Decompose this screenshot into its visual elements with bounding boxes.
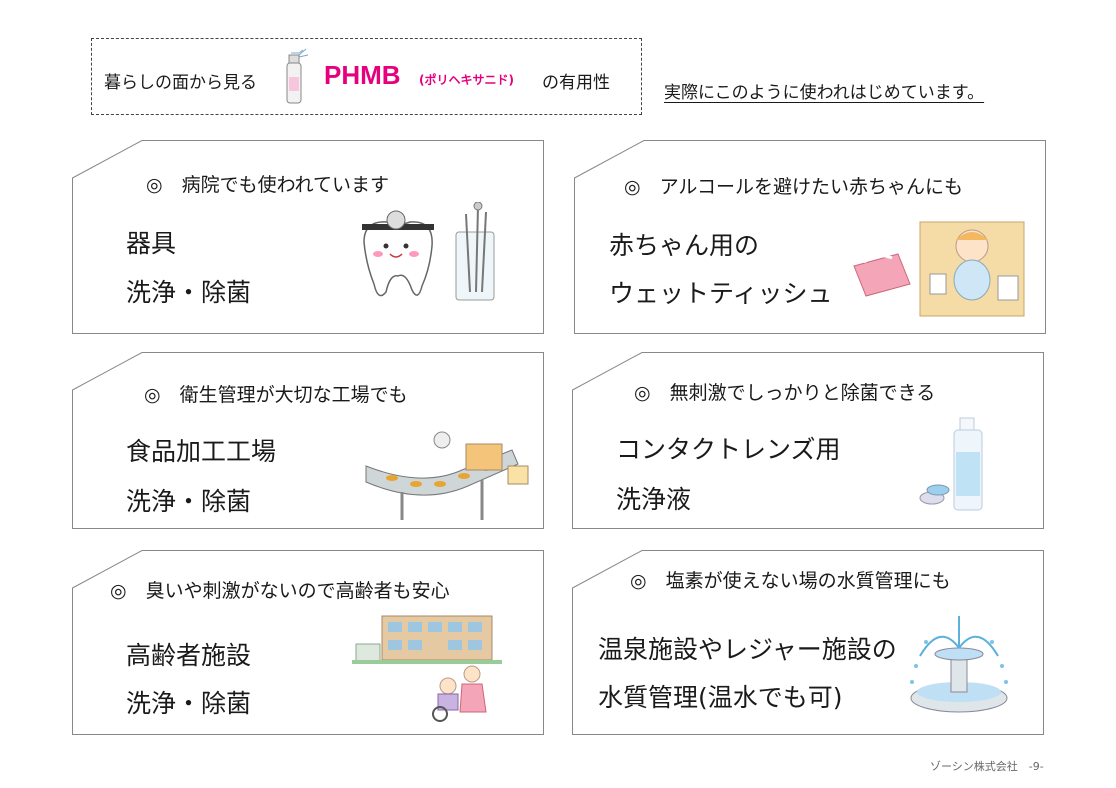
card-contact-lens: ◎ 無刺激でしっかりと除菌できる コンタクトレンズ用 洗浄液 (572, 352, 1044, 529)
baby-and-wet-wipes-icon (853, 221, 1025, 317)
card-factory: ◎ 衛生管理が大切な工場でも 食品加工工場 洗浄・除菌 (72, 352, 544, 529)
card-heading: ◎ 塩素が使えない場の水質管理にも (630, 570, 951, 592)
food-conveyor-icon (365, 431, 529, 520)
card-frame (572, 352, 1044, 529)
card-heading: ◎ 無刺激でしっかりと除菌できる (634, 382, 936, 404)
footer-company-page: ゾーシン株式会社 -9- (930, 760, 1044, 773)
card-heading: ◎ 衛生管理が大切な工場でも (144, 384, 408, 406)
title-suffix: の有用性 (542, 73, 610, 93)
brand-sub: (ポリヘキサニド) (419, 73, 514, 87)
title-box: 暮らしの面から見る PHMB (ポリヘキサニド) の有用性 (91, 38, 642, 115)
contact-lens-solution-icon (919, 417, 983, 511)
card-line-1: 食品加工工場 (126, 437, 277, 466)
brand-name: PHMB (324, 60, 401, 90)
card-line-2: 水質管理(温水でも可) (598, 683, 843, 712)
title-prefix: 暮らしの面から見る (104, 73, 257, 93)
card-heading: ◎ アルコールを避けたい赤ちゃんにも (624, 176, 964, 198)
card-line-2: 洗浄液 (616, 485, 692, 514)
card-line-1: 器具 (126, 229, 177, 258)
card-line-2: 洗浄・除菌 (126, 689, 252, 718)
card-elderly: ◎ 臭いや刺激がないので高齢者も安心 高齢者施設 洗浄・除菌 (72, 550, 544, 735)
card-line-1: 温泉施設やレジャー施設の (598, 635, 897, 664)
card-baby: ◎ アルコールを避けたい赤ちゃんにも 赤ちゃん用の ウェットティッシュ (574, 140, 1046, 334)
card-line-2: ウェットティッシュ (609, 279, 833, 308)
card-frame (72, 140, 544, 334)
card-line-1: コンタクトレンズ用 (616, 435, 841, 464)
spray-bottle-icon (286, 48, 309, 104)
card-line-1: 高齢者施設 (126, 641, 252, 670)
card-heading: ◎ 臭いや刺激がないので高齢者も安心 (110, 580, 450, 602)
card-line-2: 洗浄・除菌 (126, 487, 252, 516)
card-line-1: 赤ちゃん用の (609, 231, 760, 260)
card-frame (72, 550, 544, 735)
care-facility-icon (352, 615, 502, 722)
tooth-and-dental-tools-icon (362, 202, 495, 301)
card-hospital: ◎ 病院でも使われています 器具 洗浄・除菌 (72, 140, 544, 334)
card-heading: ◎ 病院でも使われています (146, 174, 390, 196)
fountain-icon (910, 616, 1008, 713)
card-water: ◎ 塩素が使えない場の水質管理にも 温泉施設やレジャー施設の 水質管理(温水でも… (572, 550, 1044, 735)
card-line-2: 洗浄・除菌 (126, 278, 252, 307)
page-subtitle: 実際にこのように使われはじめています。 (664, 83, 985, 103)
